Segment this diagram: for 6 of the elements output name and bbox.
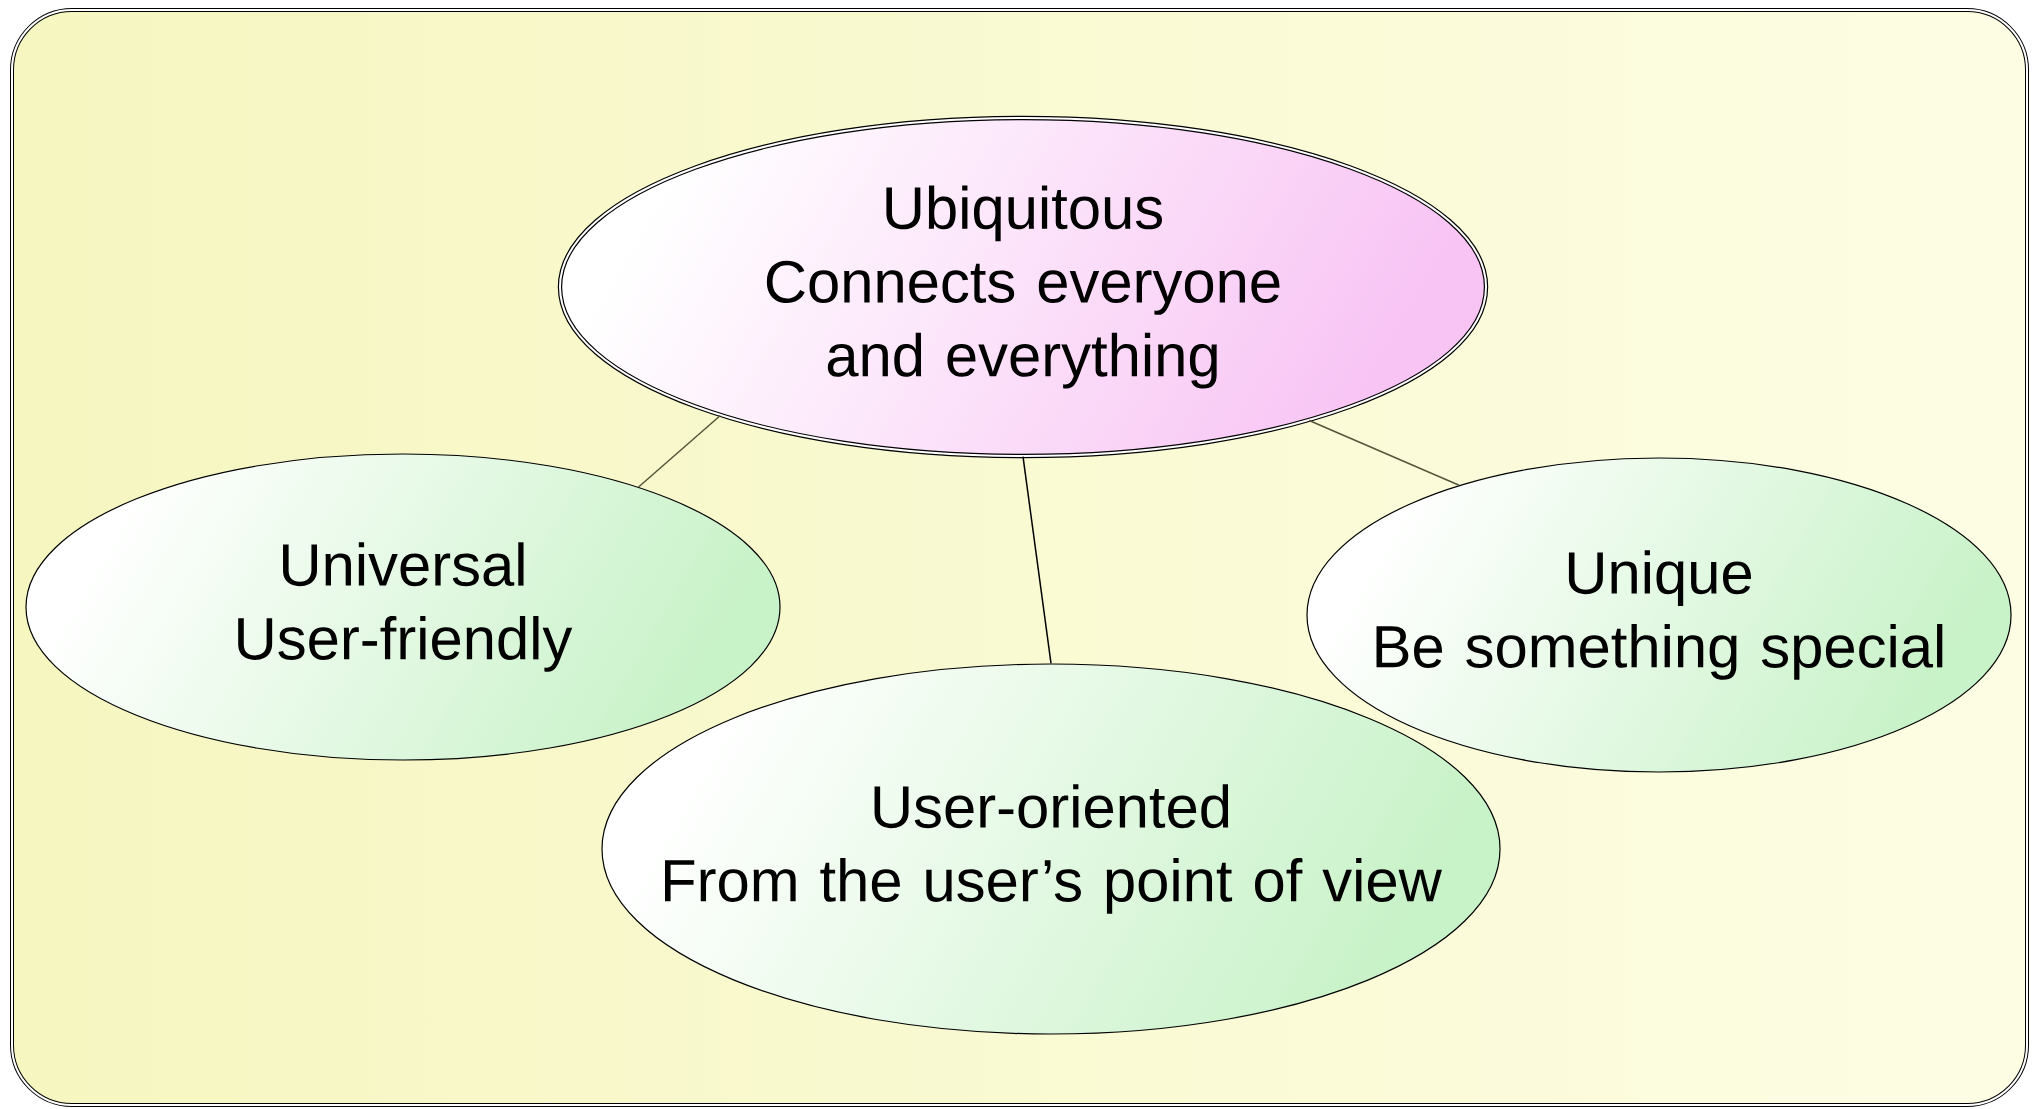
ellipse-node: Unique Be something special xyxy=(1306,457,2012,773)
connector-line xyxy=(637,414,722,488)
connector-line xyxy=(1308,419,1460,486)
connector-line xyxy=(1022,455,1052,665)
ellipse-node: Ubiquitous Connects everyone and everything xyxy=(557,115,1489,459)
ellipse-node: Universal User-friendly xyxy=(25,453,781,761)
